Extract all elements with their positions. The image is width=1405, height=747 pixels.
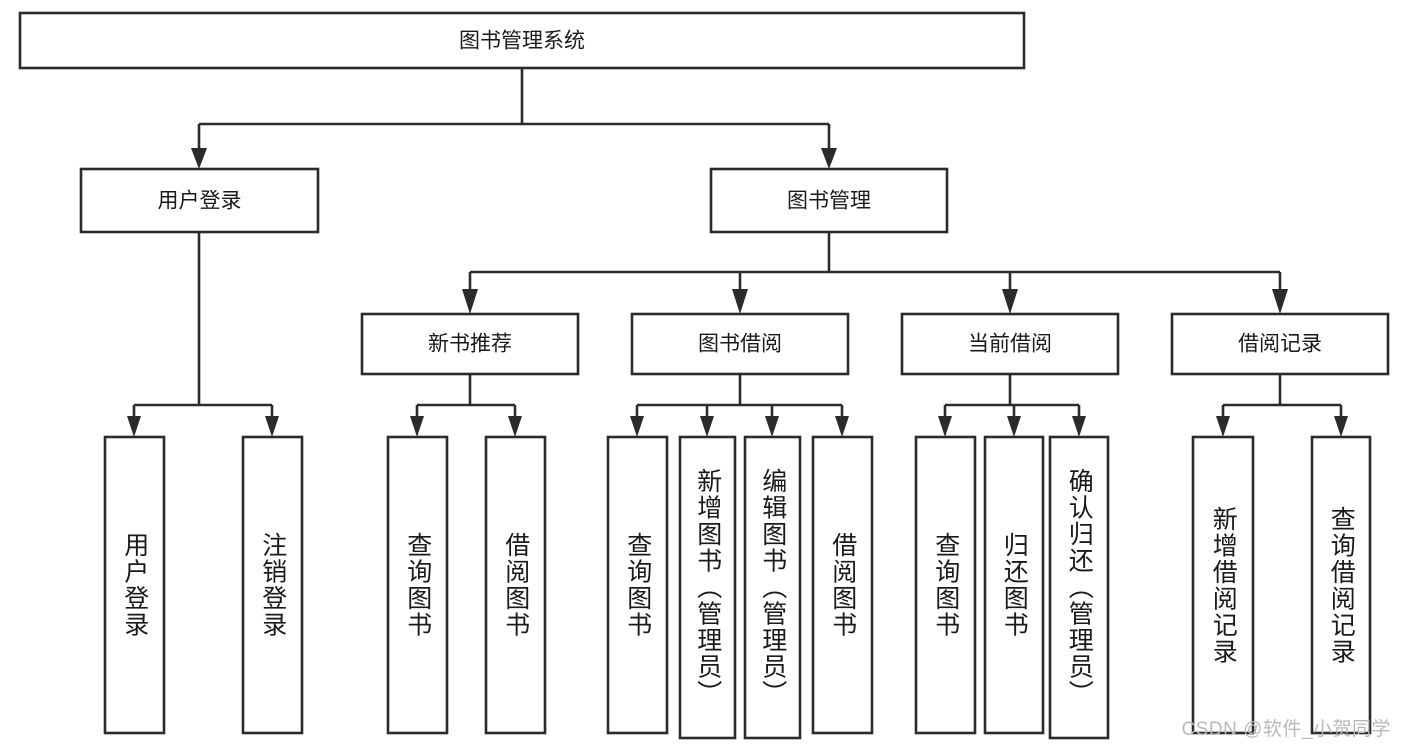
arrow-head-leaf-confirm-return: [1072, 416, 1086, 437]
node-box-book-manage[interactable]: [709, 167, 949, 234]
arrow-head-leaf-return-book: [1007, 416, 1021, 437]
node-box-leaf-borrow-book-brw[interactable]: [811, 435, 874, 735]
node-label-user-login: 用户登录: [158, 190, 242, 213]
watermark-text: CSDN @软件_小贺同学: [1181, 719, 1391, 740]
arrow-head-book-borrow: [732, 289, 748, 314]
arrow-head-borrow-record: [1272, 289, 1288, 314]
connector-group-book-borrow: [630, 374, 849, 437]
arrow-head-book-manage: [821, 148, 837, 169]
node-label-book-borrow: 图书借阅: [698, 333, 782, 356]
arrow-head-leaf-query-book-cur: [938, 416, 952, 437]
node-box-leaf-user-login[interactable]: [103, 435, 166, 735]
node-label-borrow-record: 借阅记录: [1238, 333, 1322, 356]
arrow-head-leaf-query-record: [1334, 416, 1348, 437]
node-box-borrow-record[interactable]: [1170, 312, 1390, 376]
arrow-head-current-borrow: [1002, 289, 1018, 314]
arrow-head-leaf-user-login: [127, 416, 141, 437]
node-box-leaf-query-book-rec[interactable]: [386, 435, 449, 735]
connector-group-book-manage: [462, 232, 1288, 314]
node-box-leaf-query-record[interactable]: [1310, 435, 1372, 735]
arrow-head-new-book-rec: [462, 289, 478, 314]
connector-group-root: [191, 68, 837, 169]
node-label-current-borrow: 当前借阅: [968, 333, 1052, 356]
node-box-book-borrow[interactable]: [630, 312, 850, 376]
connector-group-user-login: [127, 232, 279, 437]
arrow-head-leaf-borrow-book-rec: [508, 416, 522, 437]
node-box-leaf-add-record[interactable]: [1191, 435, 1255, 735]
node-box-leaf-query-book-cur[interactable]: [914, 435, 977, 735]
arrow-head-leaf-borrow-book-brw: [835, 416, 849, 437]
node-box-leaf-borrow-book-rec[interactable]: [484, 435, 547, 735]
node-label-new-book-rec: 新书推荐: [428, 333, 512, 356]
arrow-head-leaf-add-book: [700, 416, 714, 437]
node-box-new-book-rec[interactable]: [360, 312, 580, 376]
node-box-root[interactable]: [18, 11, 1026, 70]
arrow-head-leaf-edit-book: [765, 416, 779, 437]
arrow-head-leaf-query-book-brw: [630, 416, 644, 437]
node-box-user-login[interactable]: [79, 167, 320, 234]
node-box-leaf-logout[interactable]: [241, 435, 304, 735]
arrow-head-leaf-logout: [265, 416, 279, 437]
node-box-leaf-query-book-brw[interactable]: [606, 435, 669, 735]
connector-group-borrow-record: [1216, 374, 1348, 437]
arrow-head-leaf-query-book-rec: [410, 416, 424, 437]
leaf-box-group: [103, 435, 1372, 740]
node-box-leaf-return-book[interactable]: [983, 435, 1045, 735]
node-label-root: 图书管理系统: [459, 30, 585, 53]
connector-group-new-book-rec: [410, 374, 522, 437]
node-label-book-manage: 图书管理: [787, 190, 871, 213]
node-box-current-borrow[interactable]: [900, 312, 1120, 376]
arrow-head-user-login: [191, 148, 207, 169]
connector-group-current-borrow: [938, 374, 1086, 437]
node-box-leaf-edit-book[interactable]: [743, 435, 802, 740]
arrow-head-leaf-add-record: [1216, 416, 1230, 437]
node-box-leaf-add-book[interactable]: [678, 435, 737, 740]
node-box-leaf-confirm-return[interactable]: [1048, 435, 1110, 740]
